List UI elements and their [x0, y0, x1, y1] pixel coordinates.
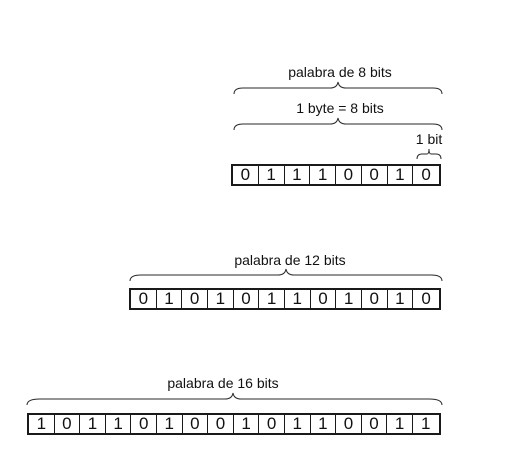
bit-cell: 1 — [259, 165, 285, 184]
bit-cell: 0 — [336, 414, 362, 433]
bit-cell: 1 — [208, 289, 234, 308]
bit-cell: 1 — [310, 165, 336, 184]
bit-cell: 0 — [131, 414, 157, 433]
bit-cell: 1 — [285, 289, 311, 308]
bit-cell: 1 — [388, 165, 414, 184]
word12-brace — [129, 268, 443, 282]
bit-cell: 1 — [106, 414, 132, 433]
bit-cell: 0 — [336, 165, 362, 184]
bit-cell: 1 — [80, 414, 106, 433]
bit-cell: 0 — [208, 414, 234, 433]
bit-cell: 1 — [388, 289, 414, 308]
bit-cell: 1 — [234, 414, 260, 433]
word8-brace — [233, 81, 443, 95]
bit-cell: 0 — [233, 165, 259, 184]
bit-cell: 0 — [362, 414, 388, 433]
bit-cell: 0 — [362, 165, 388, 184]
byte-label: 1 byte = 8 bits — [296, 100, 384, 116]
bit-cell: 1 — [387, 414, 413, 433]
byte-brace — [233, 117, 443, 131]
bit-label: 1 bit — [415, 131, 443, 147]
word16-label: palabra de 16 bits — [167, 375, 279, 391]
bit-cell: 0 — [421, 165, 431, 184]
bit-cell: 0 — [183, 414, 209, 433]
bit-cell: 1 — [29, 414, 55, 433]
word12-label: palabra de 12 bits — [234, 252, 346, 268]
bit-cell: 0 — [362, 289, 388, 308]
bit-cell: 1 — [285, 165, 311, 184]
bit-cell: 0 — [311, 289, 337, 308]
bit-cell: 0 — [131, 289, 157, 308]
bit-cell: 0 — [55, 414, 81, 433]
bit-cell: 1 — [311, 414, 337, 433]
bit-cell: 1 — [157, 414, 183, 433]
bit-cell: 1 — [420, 414, 431, 433]
bit-cell: 1 — [285, 414, 311, 433]
bit-cell: 0 — [421, 289, 431, 308]
bit-cell: 0 — [234, 289, 260, 308]
word8-label: palabra de 8 bits — [288, 64, 392, 80]
word16-brace — [26, 392, 443, 406]
bit-cell: 1 — [259, 289, 285, 308]
bit-cell: 1 — [157, 289, 183, 308]
bit-cell: 1 — [336, 289, 362, 308]
bit-cell: 0 — [182, 289, 208, 308]
bit-cell: 0 — [259, 414, 285, 433]
bit-brace — [416, 148, 442, 160]
